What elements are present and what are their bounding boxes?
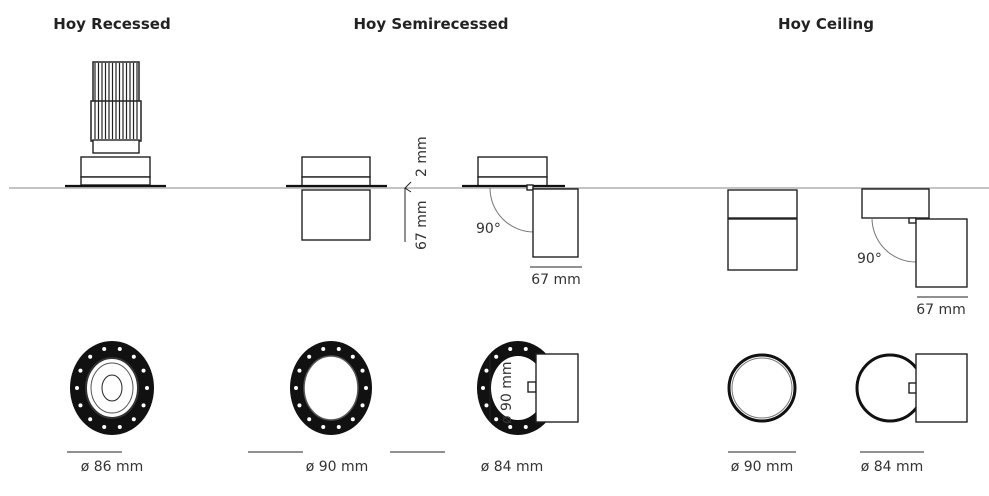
diameter-semirecessed-fixed: ø 90 mm (306, 459, 369, 475)
bezel-dot (75, 386, 79, 390)
dim-67mm-ceiling: 67 mm (916, 302, 966, 318)
semirecessed-adjustable-bottom-view (477, 341, 579, 435)
bezel-dot (294, 386, 298, 390)
dim-2mm: 2 mm (414, 136, 430, 177)
dim-67mm-height: 67 mm (414, 200, 430, 250)
bezel-dot (141, 403, 146, 408)
bezel-dot (484, 368, 489, 373)
diameter-ceiling-adjustable: ø 84 mm (861, 459, 924, 475)
bezel-dot (508, 424, 513, 429)
bezel-dot (360, 403, 365, 408)
bezel-dot (145, 386, 149, 390)
bezel-dot (131, 354, 136, 359)
bezel-dot (297, 368, 302, 373)
bezel-dot (508, 347, 513, 352)
bezel-dot (321, 424, 326, 429)
bezel-dot (523, 347, 528, 352)
semirecessed-fixed-side-view (286, 156, 387, 241)
bezel-dot (78, 403, 83, 408)
title-hoy-ceiling: Hoy Ceiling (778, 15, 874, 33)
bezel-dot (364, 386, 368, 390)
arrow-icon (404, 181, 412, 193)
bezel-dot (307, 354, 312, 359)
bezel-dot (102, 424, 107, 429)
bezel-dot (350, 417, 355, 422)
diameter-recessed: ø 86 mm (81, 459, 144, 475)
dim-head-diameter: ø 90 mm (499, 361, 515, 424)
bezel-dot (336, 424, 341, 429)
recessed-bottom-view (70, 341, 154, 435)
bezel-dot (523, 424, 528, 429)
angle-90-ceiling: 90° (857, 251, 882, 267)
bezel-dot (494, 417, 499, 422)
bezel-dot (117, 424, 122, 429)
bezel-dot (297, 403, 302, 408)
bezel-dot (336, 347, 341, 352)
bezel-dot (494, 354, 499, 359)
bezel-dot (88, 354, 93, 359)
diameter-ceiling-fixed: ø 90 mm (731, 459, 794, 475)
bezel-dot (360, 368, 365, 373)
dim-67mm-semirecessed: 67 mm (531, 272, 581, 288)
semirecessed-adjustable-side-view (462, 156, 579, 258)
bezel-dot (88, 417, 93, 422)
ceiling-fixed-bottom-view (727, 353, 797, 423)
bezel-dot (141, 368, 146, 373)
bezel-dot (321, 347, 326, 352)
recessed-side-view (65, 61, 166, 188)
title-hoy-semirecessed: Hoy Semirecessed (353, 15, 508, 33)
bezel-dot (481, 386, 485, 390)
semirecessed-fixed-bottom-view (290, 341, 372, 435)
ceiling-adjustable-bottom-view (855, 353, 968, 423)
bezel-dot (350, 354, 355, 359)
diameter-semirecessed-adjustable: ø 84 mm (481, 459, 544, 475)
bezel-dot (131, 417, 136, 422)
ceiling-adjustable-side-view (861, 188, 968, 288)
bezel-dot (484, 403, 489, 408)
bezel-dot (307, 417, 312, 422)
angle-90-semirecessed: 90° (476, 221, 501, 237)
bezel-dot (102, 347, 107, 352)
title-hoy-recessed: Hoy Recessed (53, 15, 170, 33)
bezel-dot (117, 347, 122, 352)
bezel-dot (78, 368, 83, 373)
ceiling-fixed-side-view (727, 189, 798, 271)
